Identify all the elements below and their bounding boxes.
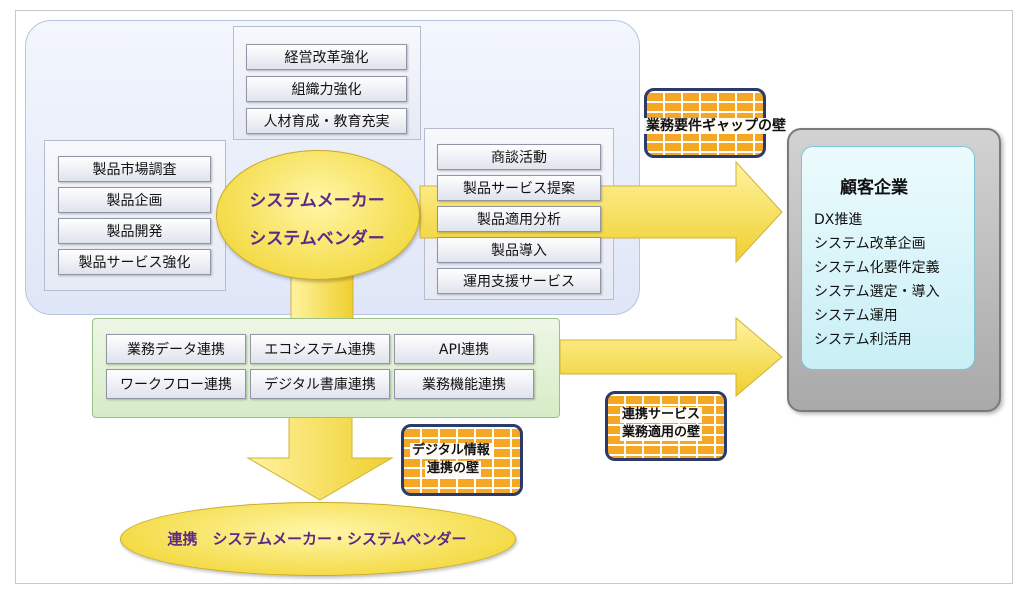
vendor-ellipse bbox=[216, 150, 420, 280]
wall-service-label-1: 連携サービス bbox=[620, 407, 703, 423]
down-arrow bbox=[246, 413, 394, 501]
wall-digital-label-2: 連携の壁 bbox=[425, 461, 482, 477]
customer-item-5: システム利活用 bbox=[814, 332, 912, 348]
customer-item-3: システム選定・導入 bbox=[814, 284, 940, 300]
lower-arrow bbox=[559, 316, 783, 398]
customer-inner: 顧客企業 DX推進 システム改革企画 システム化要件定義 システム選定・導入 シ… bbox=[801, 146, 975, 370]
right-item-3: 製品導入 bbox=[437, 237, 601, 263]
left-item-3: 製品サービス強化 bbox=[58, 249, 211, 275]
wall-service-label-2: 業務適用の壁 bbox=[620, 425, 703, 441]
partner-label: 連携 システムメーカー・システムベンダー bbox=[167, 530, 467, 548]
customer-item-0: DX推進 bbox=[814, 212, 863, 228]
left-item-0: 製品市場調査 bbox=[58, 156, 211, 182]
customer-item-1: システム改革企画 bbox=[814, 236, 926, 252]
wall-digital bbox=[401, 424, 523, 496]
integration-item-2: API連携 bbox=[394, 334, 534, 364]
top-item-2: 人材育成・教育充実 bbox=[246, 108, 407, 134]
left-item-1: 製品企画 bbox=[58, 187, 211, 213]
integration-item-3: ワークフロー連携 bbox=[106, 369, 246, 399]
wall-digital-label-1: デジタル情報 bbox=[410, 443, 492, 459]
customer-item-2: システム化要件定義 bbox=[814, 260, 940, 276]
integration-item-4: デジタル書庫連携 bbox=[250, 369, 390, 399]
right-item-4: 運用支援サービス bbox=[437, 268, 601, 294]
vendor-line-2: システムベンダー bbox=[249, 229, 385, 249]
vendor-line-1: システムメーカー bbox=[249, 191, 385, 211]
integration-item-5: 業務機能連携 bbox=[394, 369, 534, 399]
top-item-1: 組織力強化 bbox=[246, 76, 407, 102]
integration-item-0: 業務データ連携 bbox=[106, 334, 246, 364]
top-item-0: 経営改革強化 bbox=[246, 44, 407, 70]
customer-item-4: システム運用 bbox=[814, 308, 898, 324]
partner-ellipse bbox=[120, 502, 516, 576]
right-item-0: 商談活動 bbox=[437, 144, 601, 170]
customer-title: 顧客企業 bbox=[840, 178, 908, 198]
integration-panel bbox=[92, 318, 560, 418]
left-item-2: 製品開発 bbox=[58, 218, 211, 244]
right-item-1: 製品サービス提案 bbox=[437, 175, 601, 201]
integration-item-1: エコシステム連携 bbox=[250, 334, 390, 364]
right-item-2: 製品適用分析 bbox=[437, 206, 601, 232]
wall-requirements-gap-label: 業務要件ギャップの壁 bbox=[644, 118, 788, 134]
